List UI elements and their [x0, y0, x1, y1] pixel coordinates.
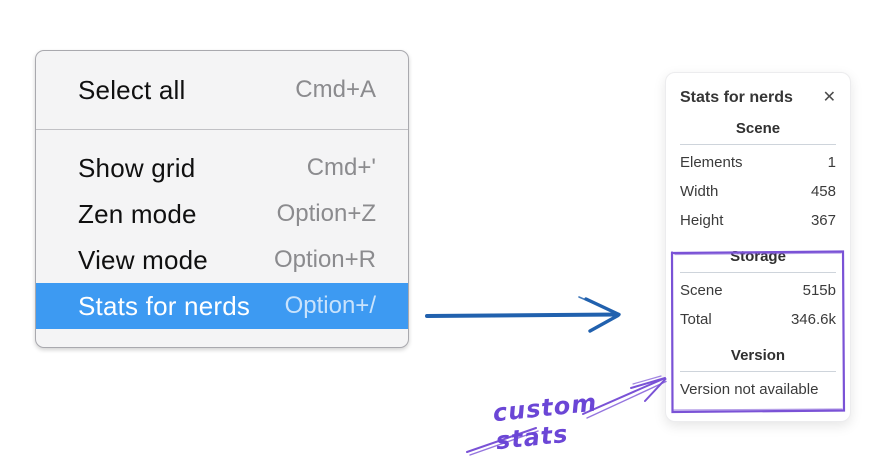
menu-item-shortcut: Option+R	[273, 246, 376, 273]
menu-item-view-mode[interactable]: View mode Option+R	[36, 237, 408, 283]
section-heading-storage: Storage	[730, 248, 786, 265]
menu-item-label: Stats for nerds	[78, 290, 251, 321]
menu-item-label: View mode	[78, 244, 208, 275]
menu-divider	[36, 129, 408, 130]
stats-panel: Stats for nerds ✕ Scene Elements 1 Width…	[665, 72, 851, 422]
stat-value: 458	[810, 183, 836, 200]
section-heading-scene: Scene	[735, 120, 781, 137]
stat-value: 515b	[802, 282, 836, 299]
stat-label: Height	[680, 212, 724, 229]
annotation-label: custom stats	[491, 388, 599, 456]
stat-label: Width	[680, 183, 719, 200]
menu-item-zen-mode[interactable]: Zen mode Option+Z	[36, 191, 408, 237]
stat-row-width: Width 458	[680, 177, 836, 206]
menu-item-select-all[interactable]: Select all Cmd+A	[36, 51, 408, 129]
stat-value: 367	[810, 212, 836, 229]
stats-panel-title: Stats for nerds	[680, 89, 793, 106]
stat-value: 346.6k	[790, 311, 836, 328]
stat-label: Scene	[680, 282, 723, 299]
menu-item-shortcut: Cmd+'	[306, 154, 376, 181]
version-status-text: Version not available	[680, 381, 819, 398]
stat-label: Total	[680, 311, 712, 328]
menu-item-label: Zen mode	[78, 198, 197, 229]
menu-item-shortcut: Option+Z	[276, 200, 376, 227]
purple-arrow	[466, 375, 667, 456]
menu-item-shortcut: Option+/	[284, 292, 376, 319]
menu-item-label: Select all	[78, 74, 186, 105]
context-menu: Select all Cmd+A Show grid Cmd+' Zen mod…	[35, 50, 409, 348]
menu-section: Show grid Cmd+' Zen mode Option+Z View m…	[36, 130, 408, 347]
stat-row-height: Height 367	[680, 206, 836, 235]
menu-item-shortcut: Cmd+A	[295, 76, 376, 103]
blue-arrow	[425, 296, 621, 333]
section-divider	[680, 272, 836, 273]
menu-item-label: Show grid	[78, 152, 196, 183]
menu-item-stats-for-nerds[interactable]: Stats for nerds Option+/	[36, 283, 408, 329]
stats-panel-header: Stats for nerds ✕	[680, 89, 836, 107]
stat-label: Elements	[680, 154, 743, 171]
menu-item-show-grid[interactable]: Show grid Cmd+'	[36, 145, 408, 191]
stat-value: 1	[827, 154, 836, 171]
stat-row-scene-size: Scene 515b	[680, 276, 836, 305]
section-divider	[680, 371, 836, 372]
stat-row-total-size: Total 346.6k	[680, 305, 836, 334]
section-divider	[680, 144, 836, 145]
section-heading-version: Version	[730, 347, 786, 364]
close-icon[interactable]: ✕	[822, 89, 836, 106]
stat-row-elements: Elements 1	[680, 148, 836, 177]
